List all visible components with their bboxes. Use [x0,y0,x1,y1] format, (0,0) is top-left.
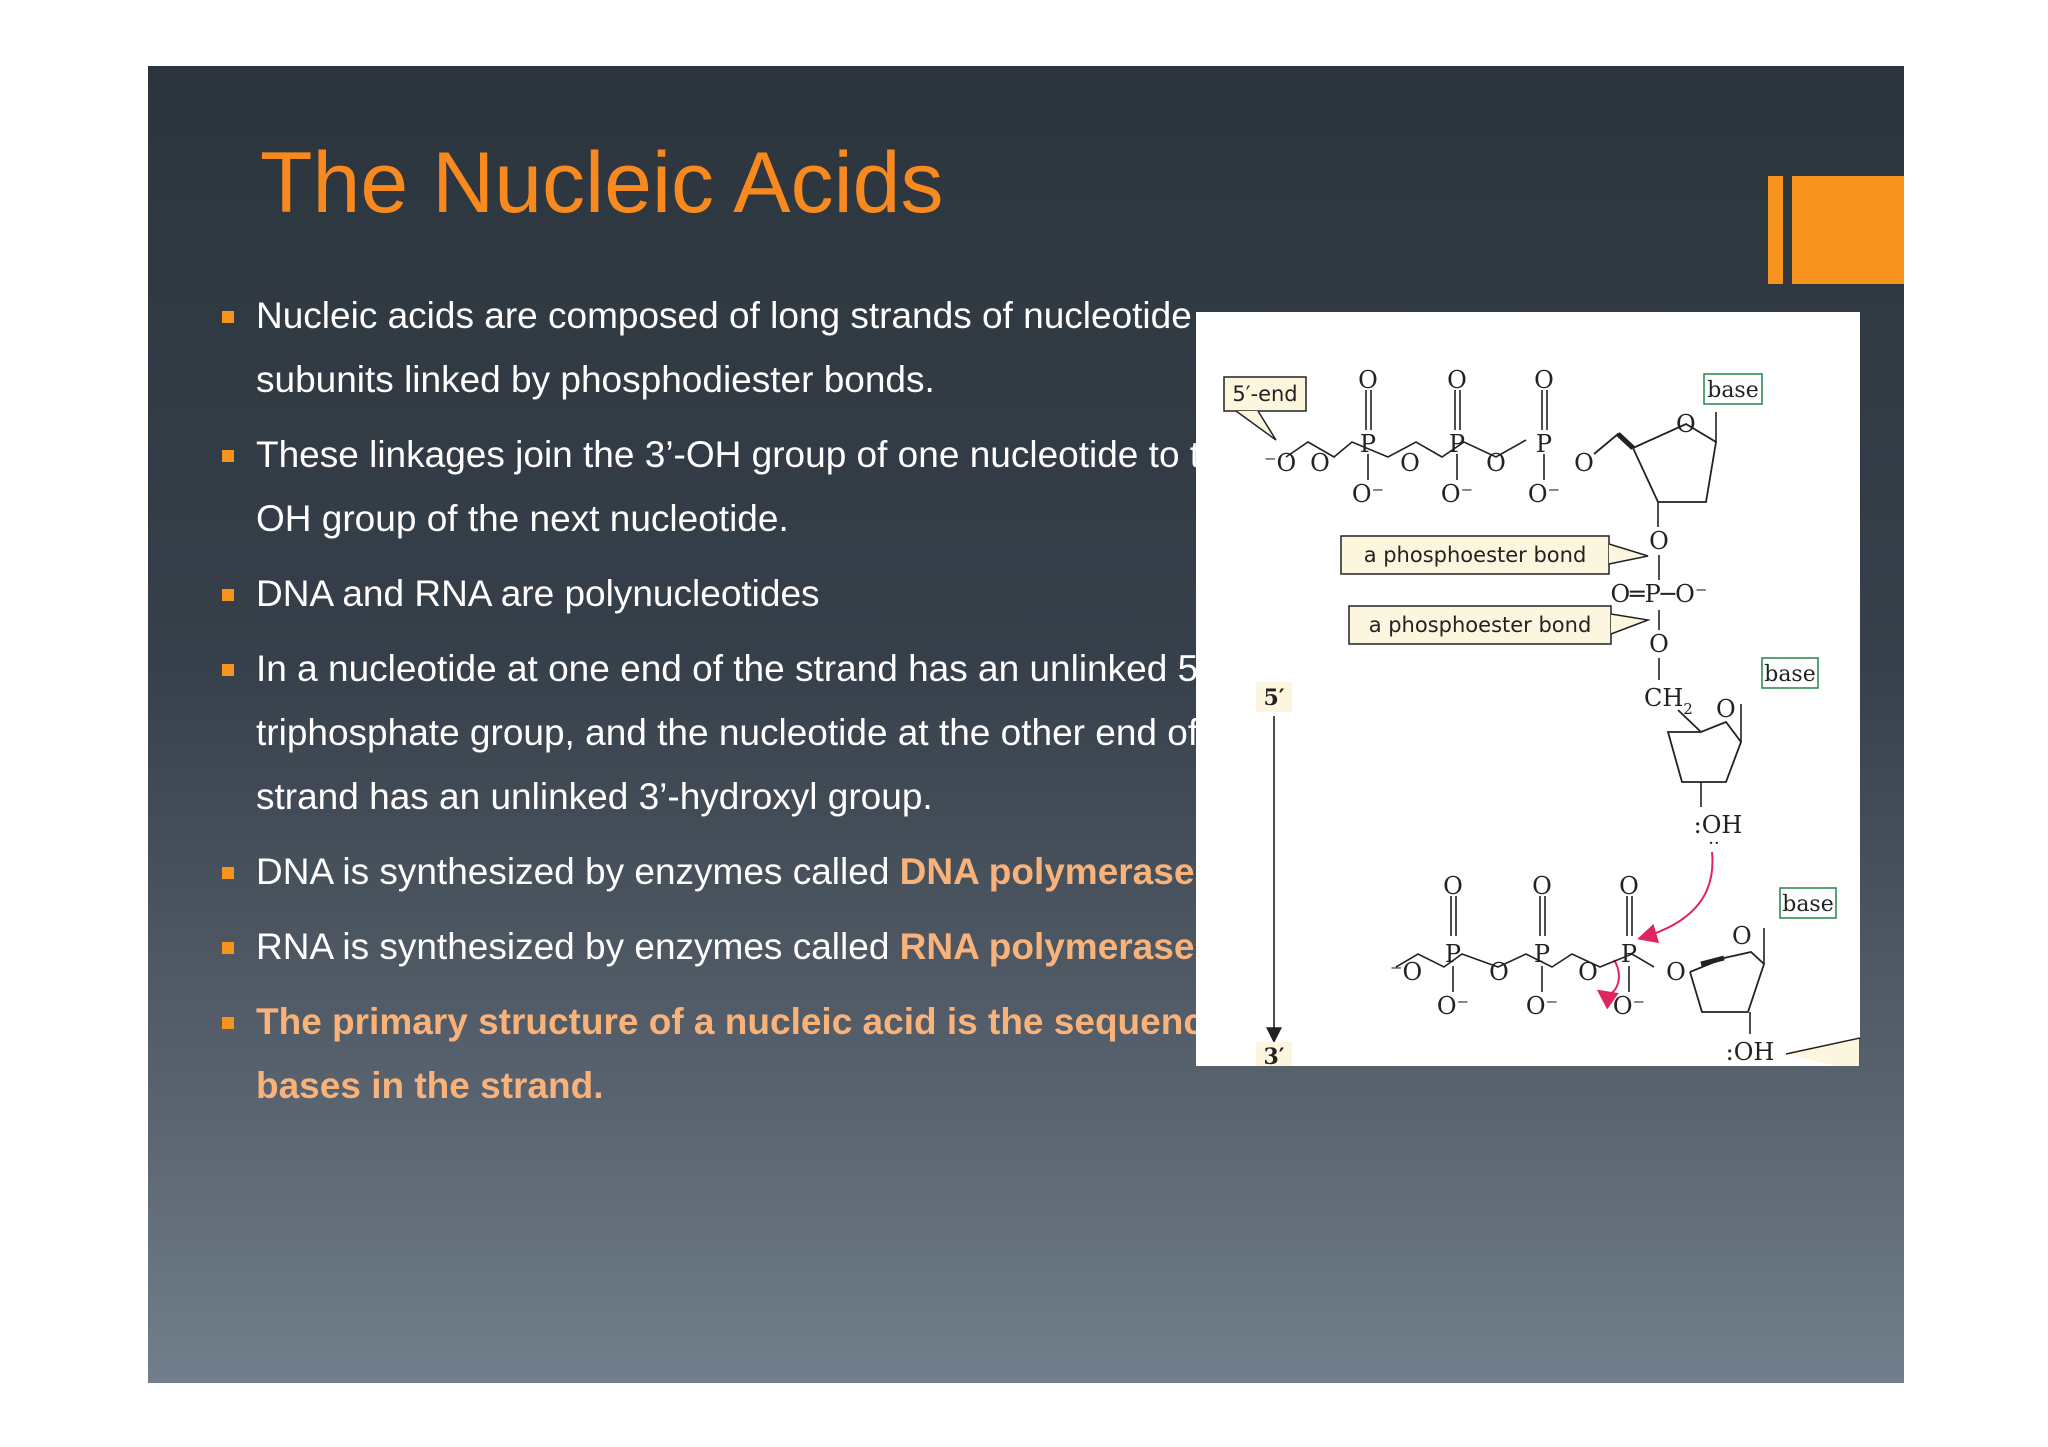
atom-o: O [1578,958,1598,986]
atom-o: O [1732,922,1752,950]
atom-minus-o: ⁻O [1264,449,1296,477]
atom-o: O [1532,872,1552,900]
triphosphate-bottom-bonds [1395,896,1655,992]
label-base-3: base [1782,892,1834,917]
atom-o: O [1716,695,1736,723]
label-oh-2: :OH [1726,1038,1775,1066]
bullet-text: In a nucleotide at one end of the strand… [256,648,1260,817]
bullet-item: These linkages join the 3’-OH group of o… [222,423,1322,551]
label-base-1: base [1707,378,1759,403]
atom-o-minus: O⁻ [1437,992,1469,1020]
phosphodiester-diagram: 5′-end O O O P P P O O O [1196,312,1860,1066]
attack-arrow [1637,851,1714,944]
atom-o: O [1619,872,1639,900]
label-phosphoester-bond-1: a phosphoester bond [1364,543,1587,567]
atom-p: P [1536,430,1552,458]
atom-o: O [1400,449,1420,477]
label-base-2: base [1764,662,1816,687]
atom-p: P [1449,430,1465,458]
atom-o: O [1486,449,1506,477]
label-5-prime: 5′ [1263,685,1284,711]
triphosphate-top-atoms: O O O P P P O O O O O⁻ O⁻ O⁻ ⁻O [1264,366,1594,508]
bullet-text: These linkages join the 3’-OH group of o… [256,434,1293,539]
sugar-ring-3: O base :OH [1689,887,1860,1066]
atom-ch2: CH2 [1644,684,1693,718]
callout-phosphoester-bond-1: a phosphoester bond [1340,535,1649,575]
atom-o: O [1358,366,1378,394]
bullet-item: DNA is synthesized by enzymes called DNA… [222,840,1322,904]
label-oh-1: :OH [1694,811,1743,839]
direction-arrow: 5′ 3′ [1256,682,1292,1066]
bullet-item: DNA and RNA are polynucleotides [222,562,1322,626]
bullet-highlight: DNA polymerases. [899,851,1226,892]
atom-p: P [1360,430,1376,458]
atom-o: O [1489,958,1509,986]
atom-o-minus: O⁻ [1528,480,1560,508]
atom-o: O [1534,366,1554,394]
atom-o-minus: O⁻ [1352,480,1384,508]
phosphodiester-link: O O═P─O⁻ O [1610,527,1708,680]
atom-p: P [1534,940,1550,968]
label-3-prime: 3′ [1263,1044,1284,1066]
lone-pair-dots: ·· [1708,833,1719,854]
bullet-highlight: RNA polymerases [899,926,1215,967]
atom-o: O [1574,449,1594,477]
atom-o: O [1310,449,1330,477]
label-5-end: 5′-end [1232,382,1297,406]
atom-p: P [1621,940,1637,968]
bullet-text: DNA is synthesized by enzymes called [256,851,900,892]
atom-o: O [1443,872,1463,900]
atom-o: O [1649,630,1669,658]
slide: The Nucleic Acids Nucleic acids are comp… [148,66,1904,1383]
accent-bar-block [1792,176,1904,284]
atom-o-minus: O⁻ [1526,992,1558,1020]
accent-bar-thin [1768,176,1783,284]
bullet-item: Nucleic acids are composed of long stran… [222,284,1322,412]
atom-minus-o: ⁻O [1390,958,1422,986]
sugar-ring-1: O base [1593,373,1763,527]
bullet-text: RNA is synthesized by enzymes called [256,926,900,967]
atom-o-equals-p: O═P─O⁻ [1610,580,1707,608]
triphosphate-bottom-atoms: O O O P P P O O O ⁻O O⁻ O⁻ O⁻ [1390,872,1686,1020]
leaving-arrow [1596,959,1620,1010]
atom-o-minus: O⁻ [1441,480,1473,508]
callout-5-end: 5′-end [1223,376,1307,441]
atom-o: O [1447,366,1467,394]
triphosphate-top-bonds [1285,390,1548,480]
diagram-svg: 5′-end O O O P P P O O O [1223,366,1860,1066]
bullet-text: Nucleic acids are composed of long stran… [256,295,1192,400]
bullet-highlight: The primary structure of a nucleic acid … [256,1001,1270,1106]
bullet-text: DNA and RNA are polynucleotides [256,573,820,614]
bullet-list: Nucleic acids are composed of long stran… [222,284,1322,1129]
atom-o: O [1649,527,1669,555]
sugar-ring-2: CH2 O base :OH ·· [1644,657,1819,854]
atom-o-minus: O⁻ [1613,992,1645,1020]
atom-o: O [1666,958,1686,986]
callout-phosphoester-bond-2: a phosphoester bond [1348,605,1651,645]
atom-p: P [1445,940,1461,968]
label-phosphoester-bond-2: a phosphoester bond [1369,613,1592,637]
bullet-item: In a nucleotide at one end of the strand… [222,637,1322,829]
slide-title: The Nucleic Acids [260,135,944,231]
bullet-item: The primary structure of a nucleic acid … [222,990,1322,1118]
bullet-item: RNA is synthesized by enzymes called RNA… [222,915,1322,979]
atom-o: O [1676,410,1696,438]
